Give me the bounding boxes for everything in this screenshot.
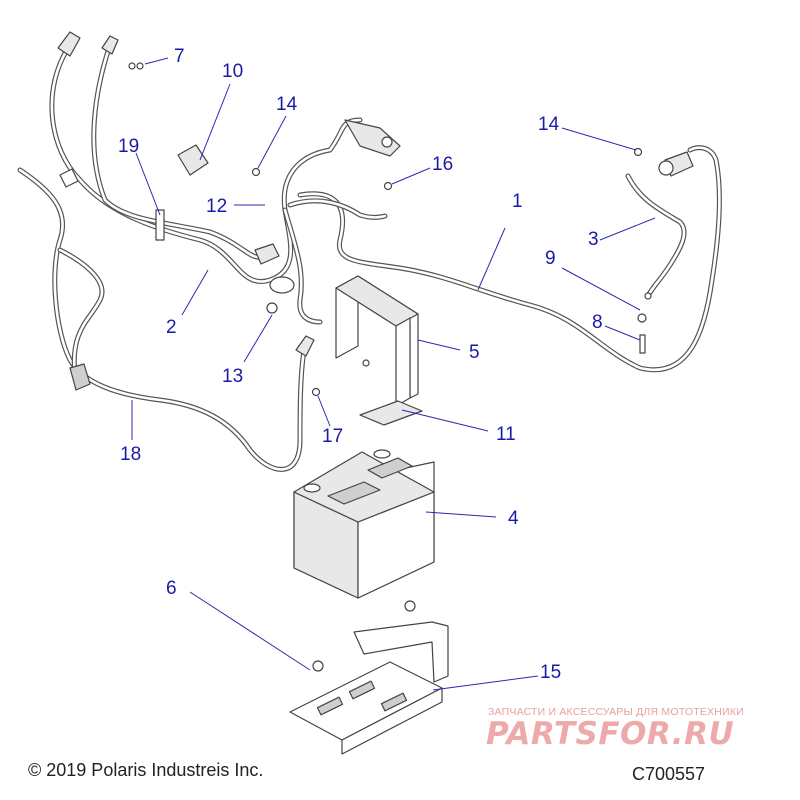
callout-16: 16 — [432, 154, 453, 175]
battery-tray — [289, 600, 449, 755]
callout-13: 13 — [222, 366, 243, 387]
callout-11: 11 — [496, 424, 516, 445]
callout-3: 3 — [588, 229, 599, 250]
callout-4: 4 — [508, 508, 519, 529]
callout-labels: 1 2 3 4 5 6 7 8 9 10 11 12 13 14 14 15 1… — [118, 46, 603, 683]
cable-tie-strap — [59, 168, 165, 241]
diagram-code: C700557 — [632, 764, 706, 784]
callout-17: 17 — [322, 426, 343, 447]
callout-6: 6 — [166, 578, 177, 599]
ground-cable-left — [17, 167, 315, 472]
callout-18: 18 — [120, 444, 141, 465]
callout-14-left: 14 — [276, 94, 298, 115]
callout-15: 15 — [540, 662, 561, 683]
callout-7: 7 — [174, 46, 185, 67]
callout-19: 19 — [118, 136, 139, 157]
watermark-logo: PARTSFOR.RU — [486, 716, 735, 752]
watermark-tagline: ЗАПЧАСТИ И АКСЕССУАРЫ ДЛЯ МОТОТЕХНИКИ — [488, 706, 744, 718]
callout-10: 10 — [222, 61, 243, 82]
small-fasteners — [128, 62, 647, 397]
callout-2: 2 — [166, 317, 177, 338]
battery-hold-down-bracket — [335, 275, 419, 407]
battery-cable-right — [625, 173, 687, 300]
callout-14-right: 14 — [538, 114, 560, 135]
callout-12: 12 — [206, 196, 227, 217]
callout-leader-lines — [131, 57, 656, 691]
main-harness-cable — [297, 145, 722, 373]
battery — [293, 449, 435, 599]
callout-1: 1 — [512, 191, 523, 212]
callout-8: 8 — [592, 312, 603, 333]
battery-pad — [359, 400, 423, 426]
callout-5: 5 — [469, 342, 480, 363]
copyright-notice: © 2019 Polaris Industreis Inc. — [28, 760, 264, 780]
callout-9: 9 — [545, 248, 556, 269]
